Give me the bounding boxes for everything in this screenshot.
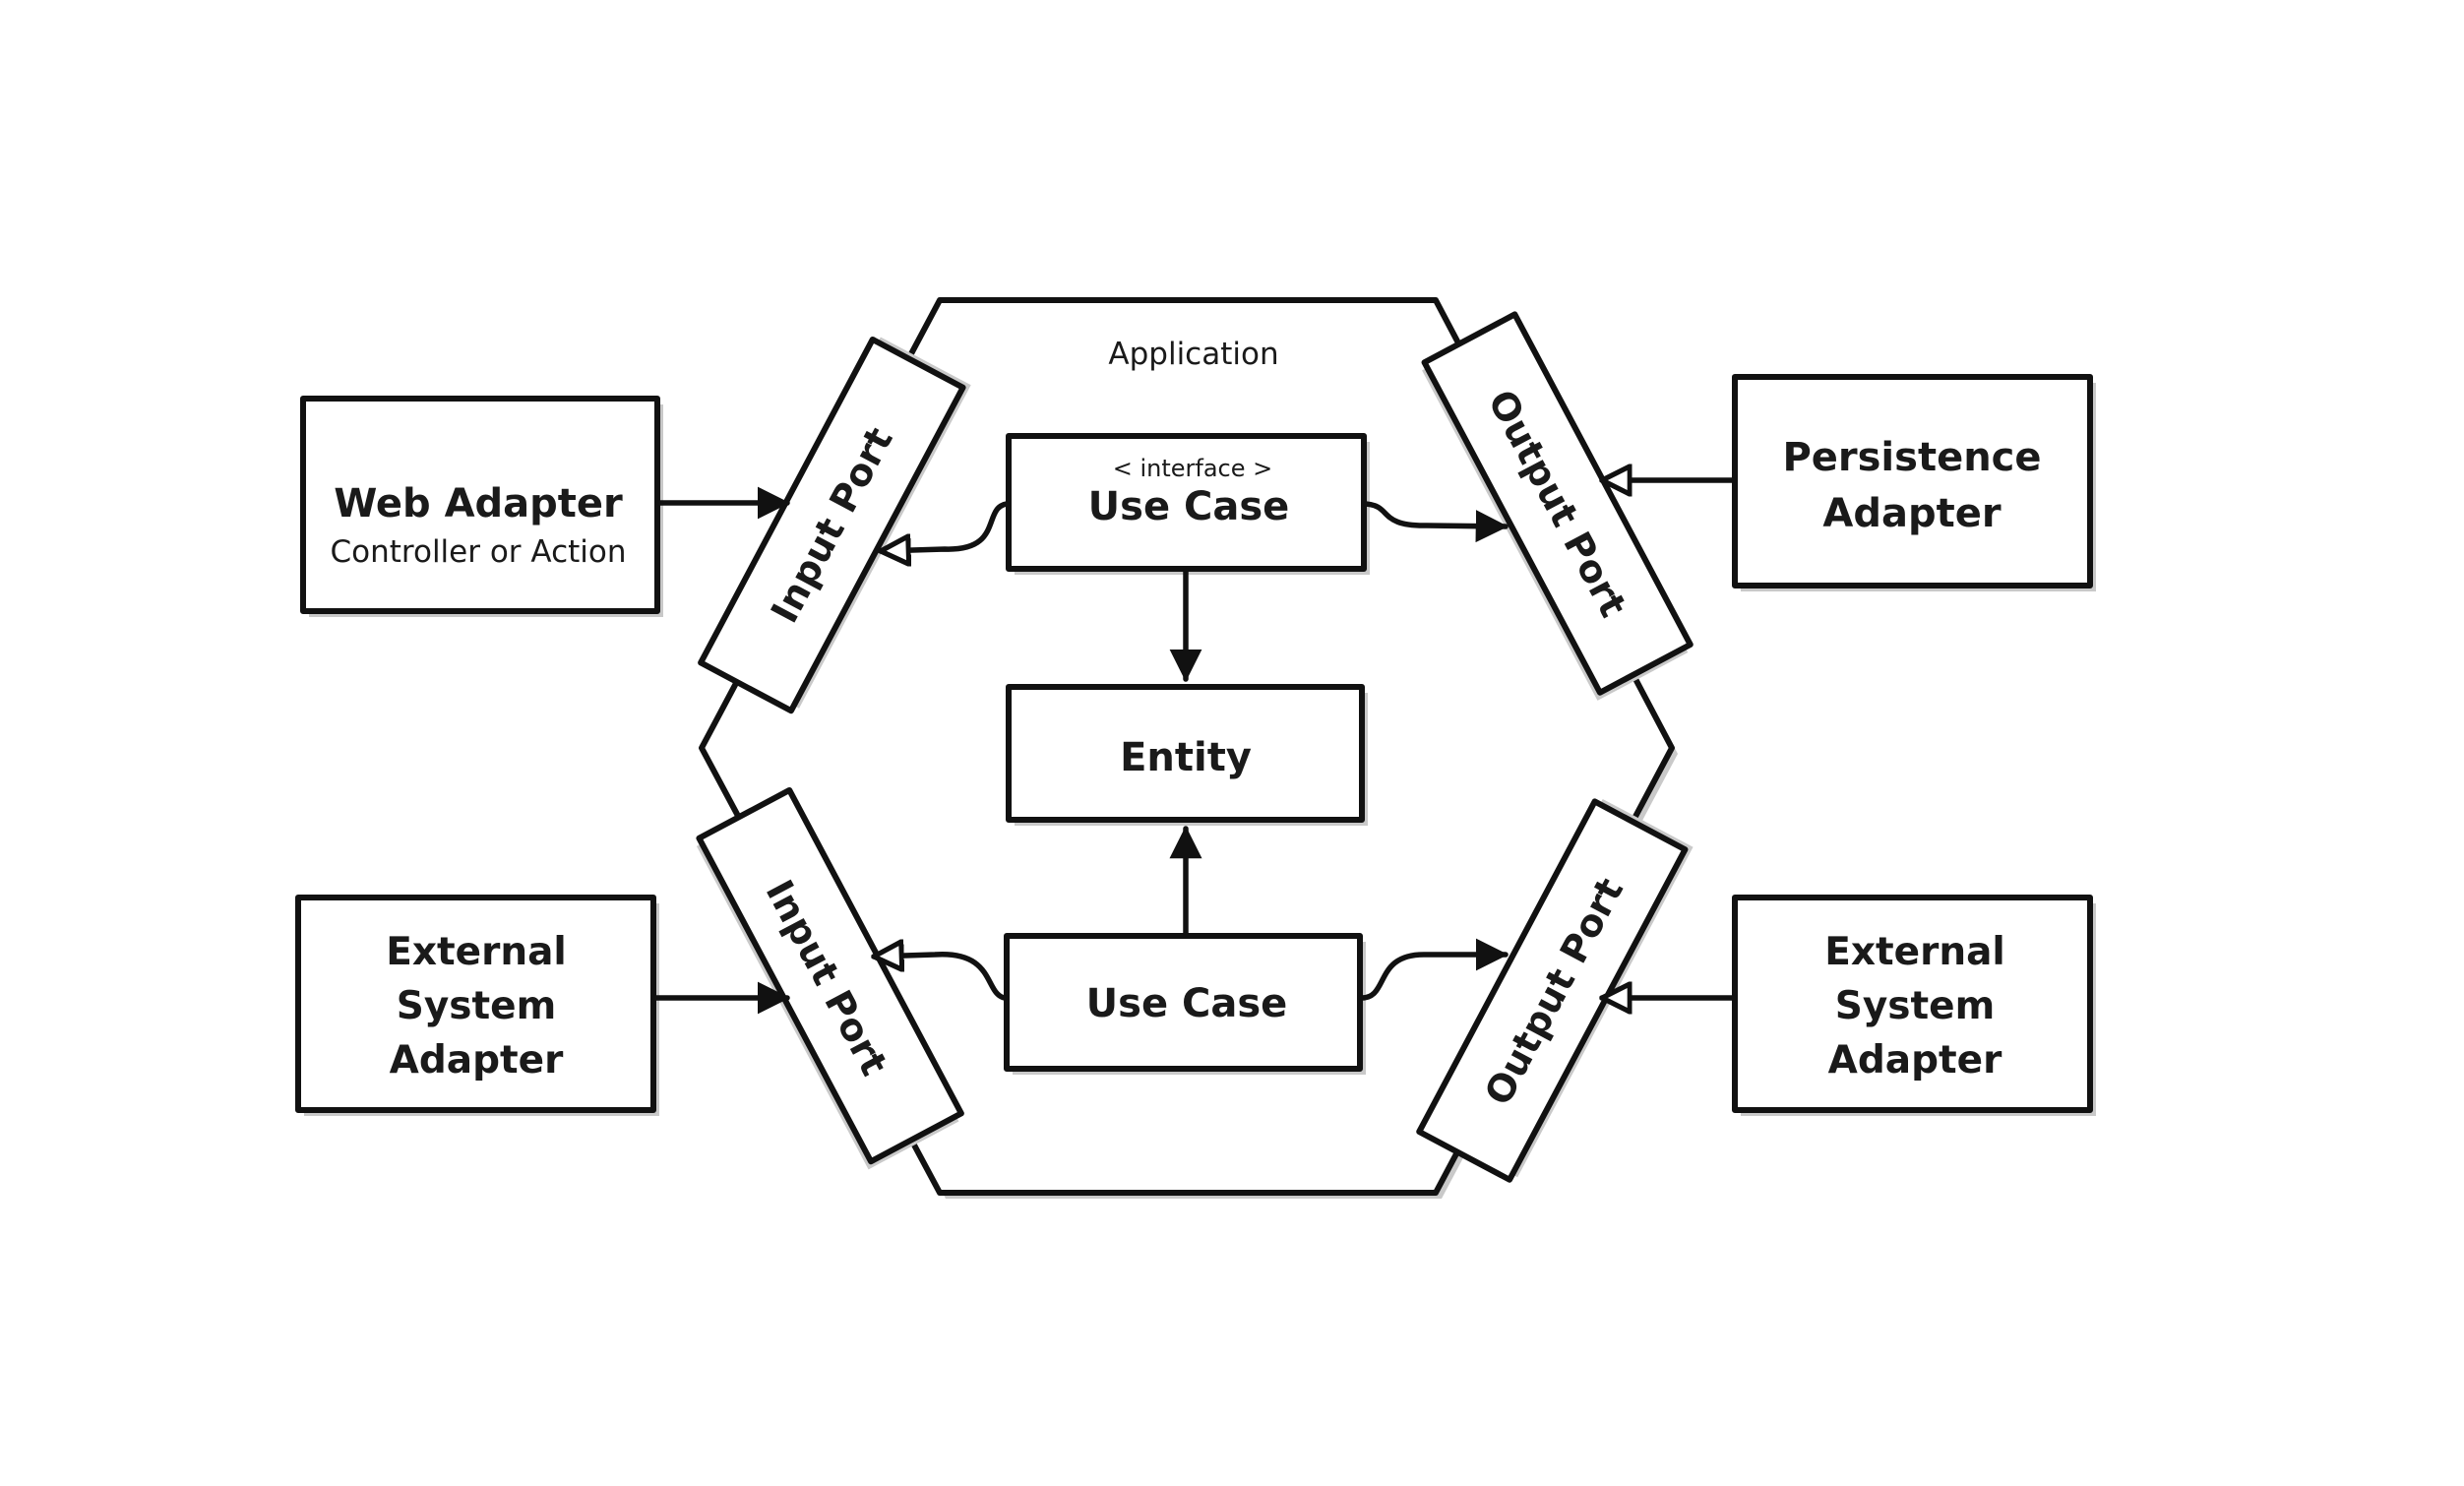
entity-label: Entity xyxy=(1120,735,1252,780)
persistence-adapter-box: Persistence Adapter xyxy=(1732,374,2096,591)
application-label: Application xyxy=(1108,337,1278,372)
arrow-use-case-top-to-output-port xyxy=(1363,501,1509,543)
entity-box: Entity xyxy=(1006,684,1368,826)
external-adapter-right-line3: Adapter xyxy=(1828,1038,2002,1083)
web-adapter-title: Web Adapter xyxy=(334,481,623,526)
arrow-use-case-bottom-to-input-port xyxy=(874,955,1008,1001)
arrow-use-case-bottom-to-output-port xyxy=(1359,938,1509,1001)
external-system-adapter-left-box: External System Adapter xyxy=(295,895,659,1116)
persistence-adapter-line2: Adapter xyxy=(1822,491,2001,536)
use-case-top-box: < interface > Use Case xyxy=(1006,433,1370,575)
web-adapter-box: Web Adapter Controller or Action xyxy=(300,396,663,617)
web-adapter-subtitle: Controller or Action xyxy=(331,534,627,570)
external-adapter-left-line2: System xyxy=(397,984,556,1028)
use-case-top-stereotype: < interface > xyxy=(1113,455,1273,482)
external-adapter-right-line2: System xyxy=(1835,984,1995,1028)
use-case-top-label: Use Case xyxy=(1088,484,1290,529)
external-adapter-left-line3: Adapter xyxy=(390,1038,564,1083)
external-adapter-left-line1: External xyxy=(386,930,567,974)
arrows xyxy=(652,480,1736,1015)
external-system-adapter-right-box: External System Adapter xyxy=(1732,895,2096,1116)
use-case-bottom-label: Use Case xyxy=(1086,981,1288,1026)
persistence-adapter-line1: Persistence xyxy=(1782,435,2041,480)
arrow-use-case-top-to-input-port xyxy=(881,501,1010,551)
use-case-bottom-box: Use Case xyxy=(1004,933,1366,1075)
external-adapter-right-line1: External xyxy=(1824,930,2005,974)
